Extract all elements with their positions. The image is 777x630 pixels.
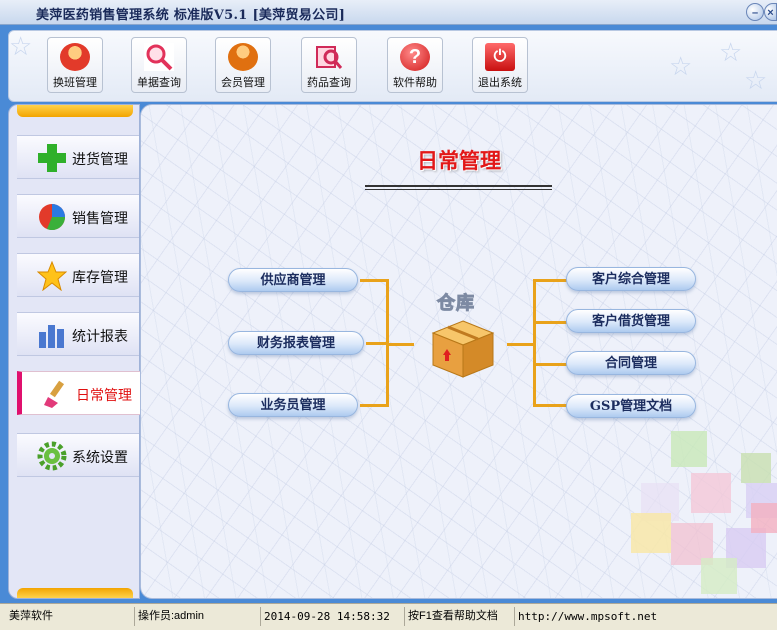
toolbar: ☆ ☆ ☆ ☆ 换班管理 单据查询 会员管理 药品查询 ? 软件帮助 ⏻ 退出系… (8, 30, 777, 102)
supplier-management-button[interactable]: 供应商管理 (228, 268, 358, 292)
status-help: 按F1查看帮助文档 (404, 607, 514, 626)
sidebar-item-purchase[interactable]: 进货管理 (17, 135, 139, 179)
star-decoration-icon: ☆ (669, 51, 693, 81)
connector-line (366, 342, 388, 345)
toolbar-label: 换班管理 (53, 77, 97, 89)
customer-loan-button[interactable]: 客户借货管理 (566, 309, 696, 333)
toolbar-help-button[interactable]: ? 软件帮助 (387, 37, 443, 93)
connector-line (507, 343, 535, 346)
gear-icon (37, 441, 67, 471)
sidebar-top-bar (17, 105, 133, 117)
connector-line (533, 363, 569, 366)
gsp-documents-button[interactable]: GSP管理文档 (566, 394, 696, 418)
toolbar-medicine-query-button[interactable]: 药品查询 (301, 37, 357, 93)
toolbar-member-button[interactable]: 会员管理 (215, 37, 271, 93)
sidebar: 进货管理 销售管理 库存管理 统计报表 日常管理 系统设置 (8, 104, 149, 599)
customer-management-button[interactable]: 客户综合管理 (566, 267, 696, 291)
connector-line (533, 279, 569, 282)
sidebar-item-sales[interactable]: 销售管理 (17, 194, 139, 238)
toolbar-exit-button[interactable]: ⏻ 退出系统 (472, 37, 528, 93)
contract-management-button[interactable]: 合同管理 (566, 351, 696, 375)
star-decoration-icon: ☆ (744, 65, 768, 95)
sidebar-item-inventory[interactable]: 库存管理 (17, 253, 139, 297)
connector-line (360, 279, 388, 282)
star-decoration-icon: ☆ (9, 31, 33, 61)
sidebar-item-label: 进货管理 (72, 151, 128, 167)
sidebar-item-label: 统计报表 (72, 328, 128, 344)
sidebar-item-reports[interactable]: 统计报表 (17, 312, 139, 356)
brush-icon (44, 380, 65, 408)
connector-line (533, 404, 569, 407)
users-icon (60, 43, 90, 71)
status-bar: 美萍软件 操作员:admin 2014-09-28 14:58:32 按F1查看… (0, 603, 777, 630)
connector-line (533, 321, 569, 324)
sidebar-item-label: 销售管理 (72, 210, 128, 226)
bar-chart-icon (39, 325, 64, 348)
sidebar-item-label: 日常管理 (76, 387, 132, 403)
sidebar-item-settings[interactable]: 系统设置 (17, 433, 139, 477)
toolbar-label: 单据查询 (137, 77, 181, 89)
sidebar-item-label: 库存管理 (72, 269, 128, 285)
sidebar-item-daily[interactable]: 日常管理 (17, 371, 149, 415)
status-app-name: 美萍软件 (9, 610, 53, 622)
connector-line (360, 404, 388, 407)
member-icon (228, 43, 258, 71)
cubes-decoration (631, 431, 777, 594)
warehouse-label: 仓库 (437, 293, 475, 314)
warehouse-box-icon (431, 320, 495, 378)
connector-line (533, 279, 536, 407)
toolbar-shift-button[interactable]: 换班管理 (47, 37, 103, 93)
toolbar-label: 软件帮助 (393, 77, 437, 89)
star-icon (37, 261, 67, 291)
plus-icon (38, 144, 66, 172)
toolbar-label: 会员管理 (221, 77, 265, 89)
sidebar-item-label: 系统设置 (72, 449, 128, 465)
sidebar-bottom-bar (17, 588, 133, 598)
status-url[interactable]: http://www.mpsoft.net (514, 607, 777, 626)
status-datetime: 2014-09-28 14:58:32 (260, 607, 404, 626)
main-panel: 日常管理 供应商管理 财务报表管理 业务员管理 仓库 客户综合管理 客户借货管理… (140, 104, 777, 599)
app-title: 美萍医药销售管理系统 标准版V5.1 [美萍贸易公司] (36, 8, 346, 23)
star-decoration-icon: ☆ (719, 37, 743, 67)
status-operator: 操作员:admin (134, 607, 260, 626)
title-underline (365, 185, 552, 187)
toolbar-label: 退出系统 (478, 77, 522, 89)
connector-line (386, 343, 414, 346)
pie-chart-icon (39, 204, 65, 230)
finance-report-button[interactable]: 财务报表管理 (228, 331, 364, 355)
toolbar-label: 药品查询 (307, 77, 351, 89)
medicine-search-icon (314, 43, 344, 71)
title-bar: 美萍医药销售管理系统 标准版V5.1 [美萍贸易公司] – × (0, 0, 777, 25)
search-icon (144, 43, 174, 71)
toolbar-bill-query-button[interactable]: 单据查询 (131, 37, 187, 93)
page-title: 日常管理 (417, 149, 501, 173)
power-icon: ⏻ (485, 43, 515, 71)
title-underline (365, 189, 552, 190)
minimize-button[interactable]: – (746, 3, 764, 21)
close-button[interactable]: × (764, 3, 777, 21)
salesman-management-button[interactable]: 业务员管理 (228, 393, 358, 417)
help-icon: ? (400, 43, 430, 71)
